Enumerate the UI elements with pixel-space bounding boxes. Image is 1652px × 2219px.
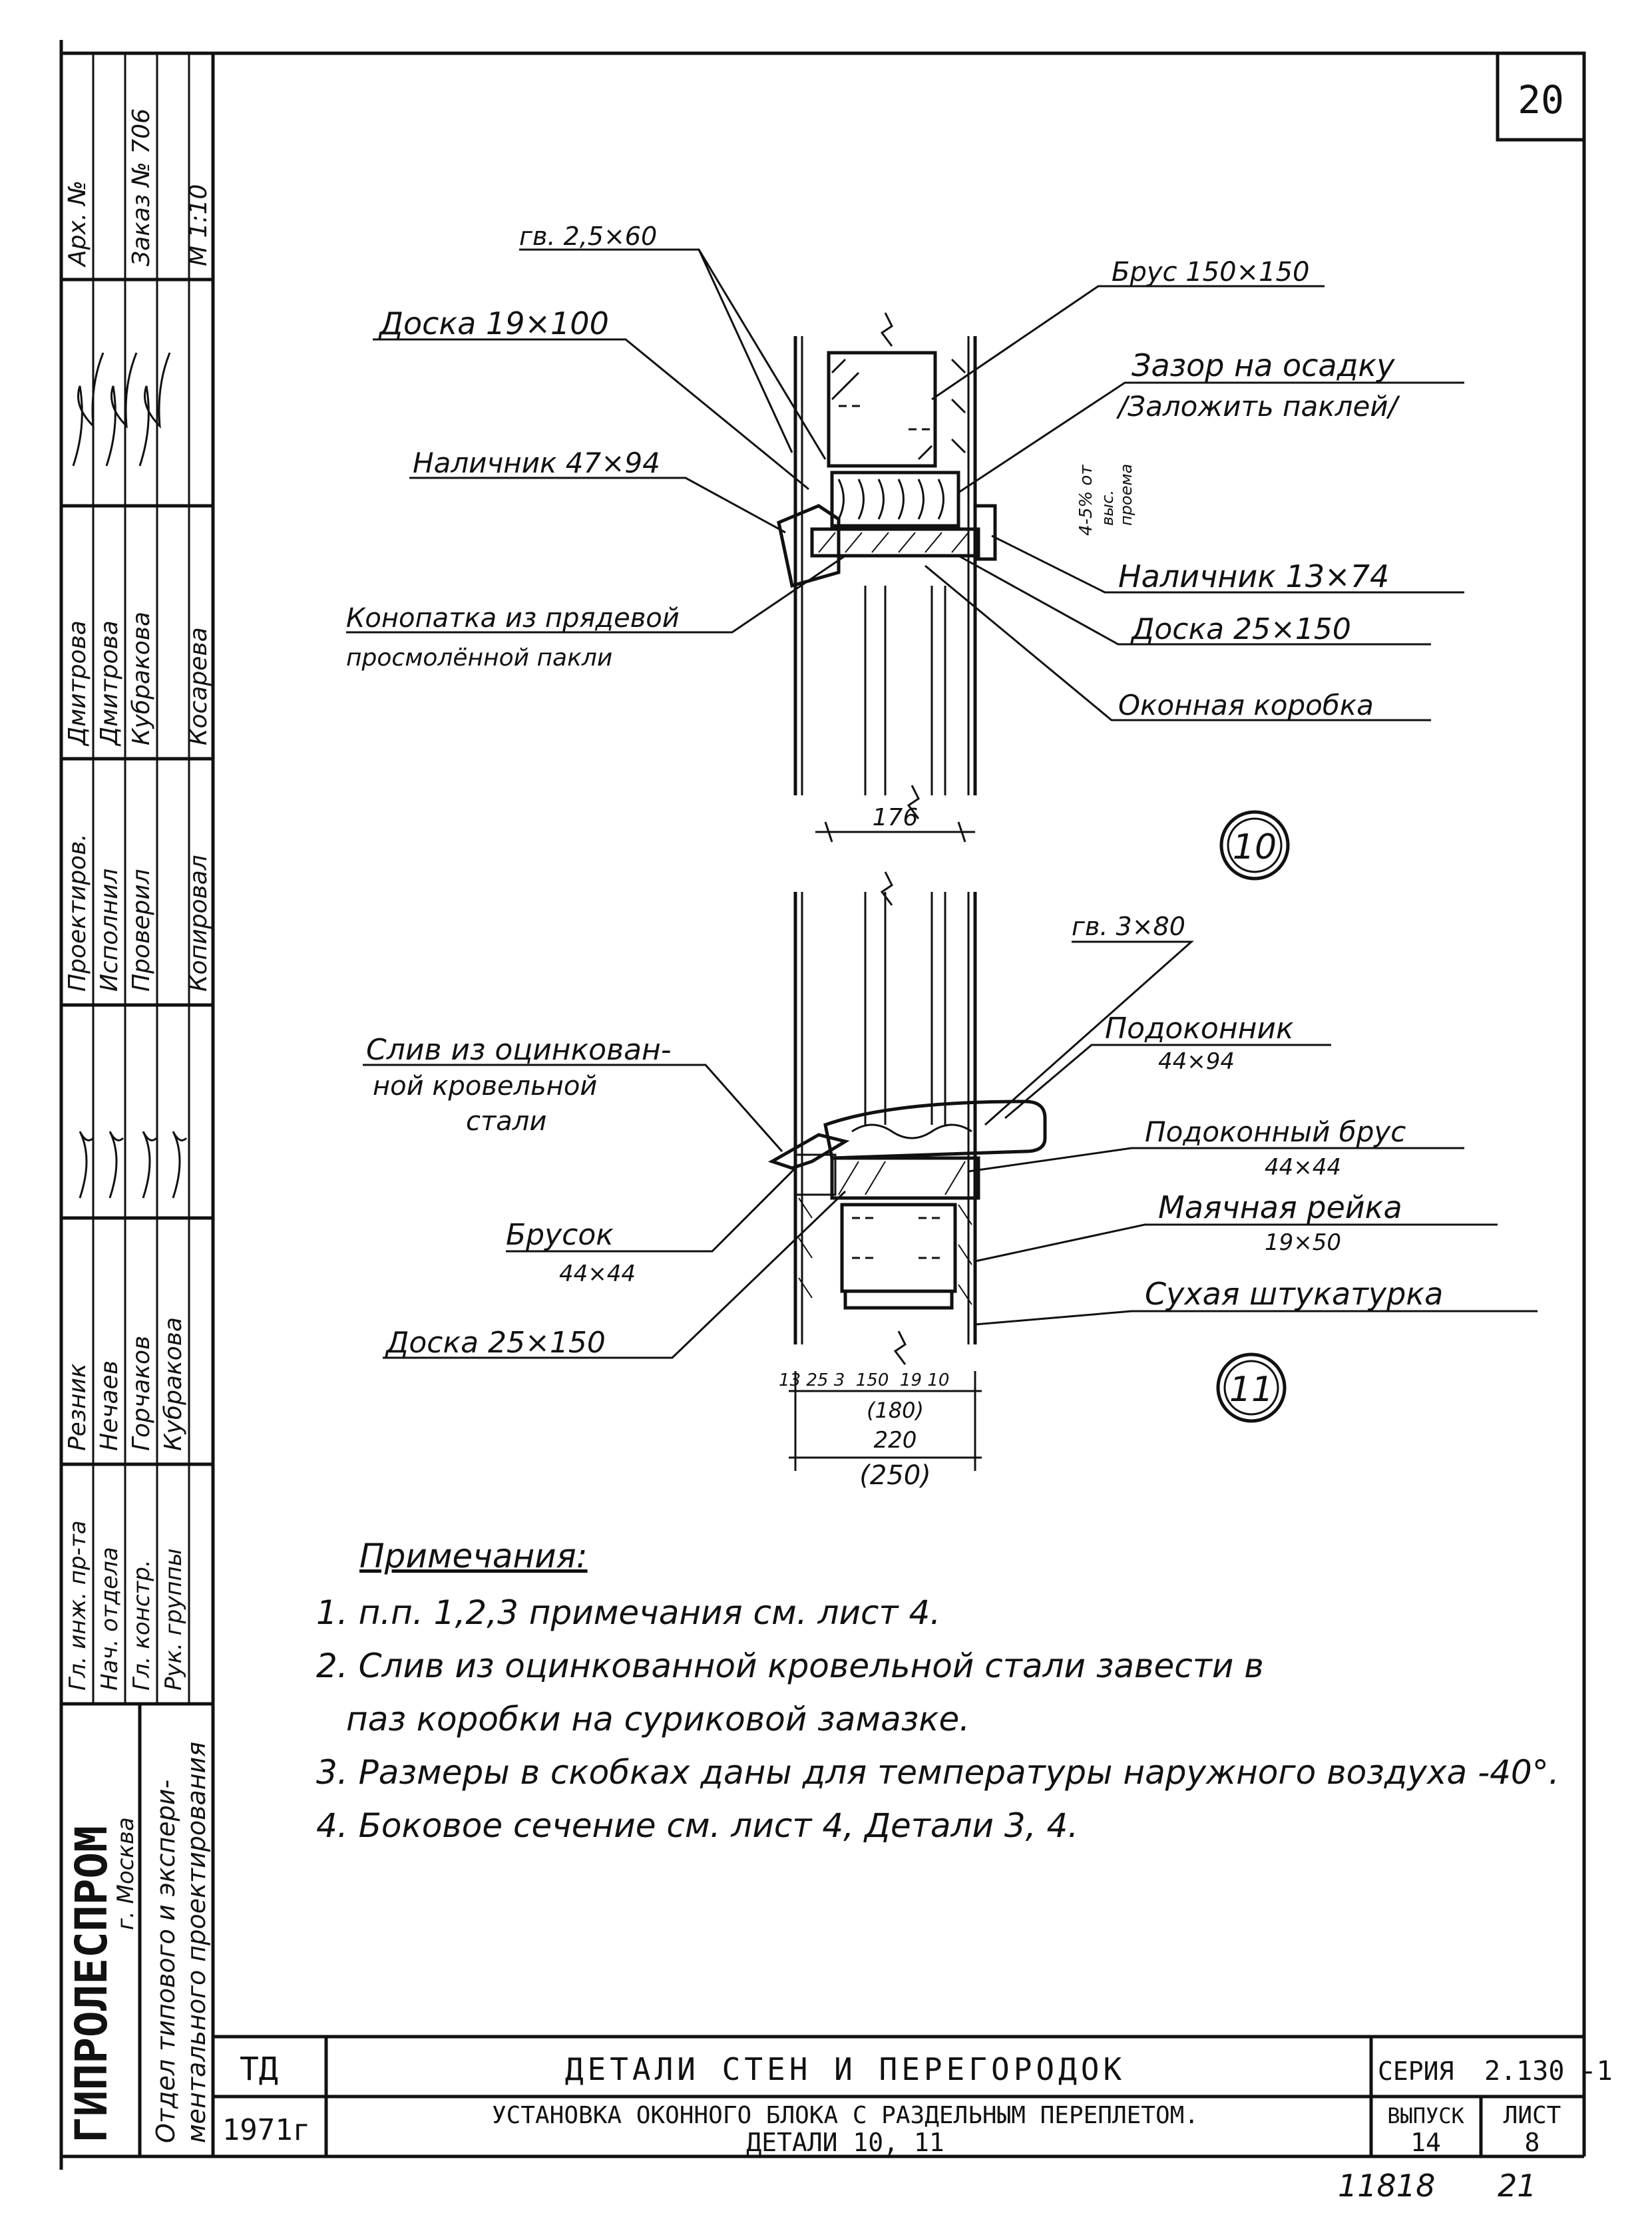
label-brusok-1: Брусок: [506, 1218, 614, 1252]
year: 1971г: [222, 2113, 310, 2147]
label-doska-25x150-a: Доска 25×150: [1130, 612, 1351, 646]
label-zazor-1: Зазор на осадку: [1132, 347, 1395, 383]
label-podokonny-brus-2: 44×44: [1265, 1154, 1341, 1181]
label-doska-19x100: Доска 19×100: [378, 305, 609, 341]
label-mayachnaya-2: 19×50: [1265, 1229, 1341, 1256]
label-gv-nail-2: гв. 3×80: [1072, 912, 1185, 941]
label-slope-2: выс.: [1098, 490, 1117, 526]
stamp-arch-no: Арх. №: [64, 180, 91, 268]
bottom-number-right: 21: [1498, 2168, 1537, 2204]
stamp-name2-1: Дмитрова: [64, 620, 91, 747]
detail-11-labels: гв. 3×80 Подоконник 44×94 Слив из оцинко…: [366, 912, 1443, 1491]
dim-250: (250): [859, 1460, 931, 1491]
dept-line-1: Отдел типового и экспери-: [151, 1780, 180, 2143]
series-value: 2.130 -1: [1484, 2056, 1613, 2087]
sheet-frame: [59, 40, 1586, 2170]
label-mayachnaya-1: Маячная рейка: [1158, 1189, 1402, 1225]
label-konopatka-1: Конопатка из прядевой: [346, 603, 680, 634]
org-name: ГИПРОЛЕСПРОМ: [66, 1826, 117, 2143]
sheet-number-box: 20: [1496, 51, 1586, 142]
series-label: СЕРИЯ: [1378, 2057, 1454, 2086]
label-okonnaya-korobka: Оконная коробка: [1118, 689, 1374, 721]
sheet-label: ЛИСТ: [1504, 2102, 1561, 2129]
td-code: ТД: [240, 2051, 278, 2088]
detail-10-labels: гв. 2,5×60 Брус 150×150 Доска 19×100 Заз…: [346, 222, 1400, 881]
dim-180: (180): [867, 1398, 924, 1423]
dims-row: 13 25 3 150 19 10: [779, 1370, 949, 1390]
title-block: ТД 1971г ДЕТАЛИ СТЕН И ПЕРЕГОРОДОК УСТАН…: [213, 2035, 1613, 2157]
sheet-title: ДЕТАЛИ СТЕН И ПЕРЕГОРОДОК: [565, 2051, 1126, 2087]
stamp-name2-4: Косарева: [185, 627, 212, 745]
dept-line-2: ментального проектирования: [182, 1742, 211, 2143]
detail-11-drawing: [767, 871, 1047, 1471]
note-2-cont: паз коробки на суриковой замазке.: [346, 1700, 970, 1738]
signatures: [72, 352, 188, 1199]
stamp-name-3: Горчаков: [128, 1336, 155, 1451]
org-city: г. Москва: [112, 1817, 139, 1930]
note-1: 1. п.п. 1,2,3 примечания см. лист 4.: [316, 1593, 940, 1632]
detail-11-leaders: [363, 940, 1538, 1359]
detail-10-leaders: [346, 248, 1464, 721]
sheet-number: 20: [1518, 77, 1564, 122]
note-2: 2. Слив из оцинкованной кровельной стали…: [316, 1647, 1264, 1685]
stamp-role2-3: Проверил: [128, 869, 155, 992]
label-slope-1: 4-5% от: [1076, 465, 1096, 536]
sheet-subtitle-2: ДЕТАЛИ 10, 11: [746, 2128, 944, 2157]
label-podokonny-brus-1: Подоконный брус: [1145, 1115, 1406, 1148]
label-nalichnik-47x94: Наличник 47×94: [413, 447, 660, 479]
label-zazor-2: /Заложить паклей/: [1116, 390, 1400, 423]
stamp-scale: М 1:10: [185, 184, 212, 266]
stamp-name-1: Резник: [64, 1363, 91, 1451]
label-gv-nail-1: гв. 2,5×60: [519, 222, 657, 251]
issue-value: 14: [1410, 2128, 1441, 2157]
label-podokonnik-1: Подоконник: [1105, 1012, 1294, 1046]
issue-label: ВЫПУСК: [1387, 2103, 1464, 2128]
note-3: 3. Размеры в скобках даны для температур…: [316, 1753, 1559, 1792]
sheet-value: 8: [1525, 2128, 1540, 2157]
notes-title: Примечания:: [359, 1537, 588, 1575]
detail-10-drawing: [777, 312, 997, 843]
dim-176: 176: [873, 804, 919, 831]
stamp-role2-4: Копировал: [185, 855, 212, 992]
stamp-role-2: Нач. отдела: [97, 1547, 123, 1691]
stamp-role-1: Гл. инж. пр-та: [65, 1520, 91, 1691]
notes: Примечания: 1. п.п. 1,2,3 примечания см.…: [316, 1537, 1559, 1845]
label-sukh-shtukaturka: Сухая штукатурка: [1145, 1276, 1443, 1312]
stamp-name2-2: Дмитрова: [96, 620, 123, 747]
stamp-role2-1: Проектиров.: [64, 833, 91, 992]
stamp-name2-3: Кубракова: [128, 612, 155, 745]
stamp-role2-2: Исполнил: [96, 869, 123, 992]
label-sliv-2: ной кровельной: [373, 1071, 597, 1102]
detail-mark-11: 11: [1229, 1370, 1273, 1410]
dim-220: 220: [874, 1427, 917, 1454]
stamp-role-4: Рук. группы: [160, 1548, 187, 1691]
stamp-name-2: Нечаев: [96, 1360, 123, 1451]
label-sliv-3: стали: [466, 1106, 546, 1137]
note-4: 4. Боковое сечение см. лист 4, Детали 3,…: [316, 1806, 1078, 1845]
label-slope-3: проема: [1117, 464, 1136, 526]
label-podokonnik-2: 44×94: [1158, 1048, 1235, 1075]
stamp-order: Заказ № 706: [128, 108, 155, 266]
label-sliv-1: Слив из оцинкован-: [366, 1033, 672, 1067]
label-brusok-2: 44×44: [559, 1261, 636, 1287]
side-stamp: Арх. № Заказ № 706 М 1:10 Гл. инж. пр-та…: [61, 53, 213, 2156]
label-konopatka-2: просмолённой пакли: [346, 644, 612, 672]
stamp-role-3: Гл. констр.: [128, 1559, 155, 1691]
stamp-name-4: Кубракова: [160, 1317, 187, 1451]
sheet-subtitle-1: УСТАНОВКА ОКОННОГО БЛОКА С РАЗДЕЛЬНЫМ ПЕ…: [492, 2102, 1199, 2129]
label-doska-25x150-b: Доска 25×150: [385, 1326, 606, 1360]
bottom-number-left: 11818: [1338, 2168, 1435, 2204]
label-nalichnik-13x74: Наличник 13×74: [1118, 558, 1389, 594]
detail-mark-10: 10: [1233, 827, 1277, 867]
label-brus: Брус 150×150: [1112, 257, 1309, 288]
